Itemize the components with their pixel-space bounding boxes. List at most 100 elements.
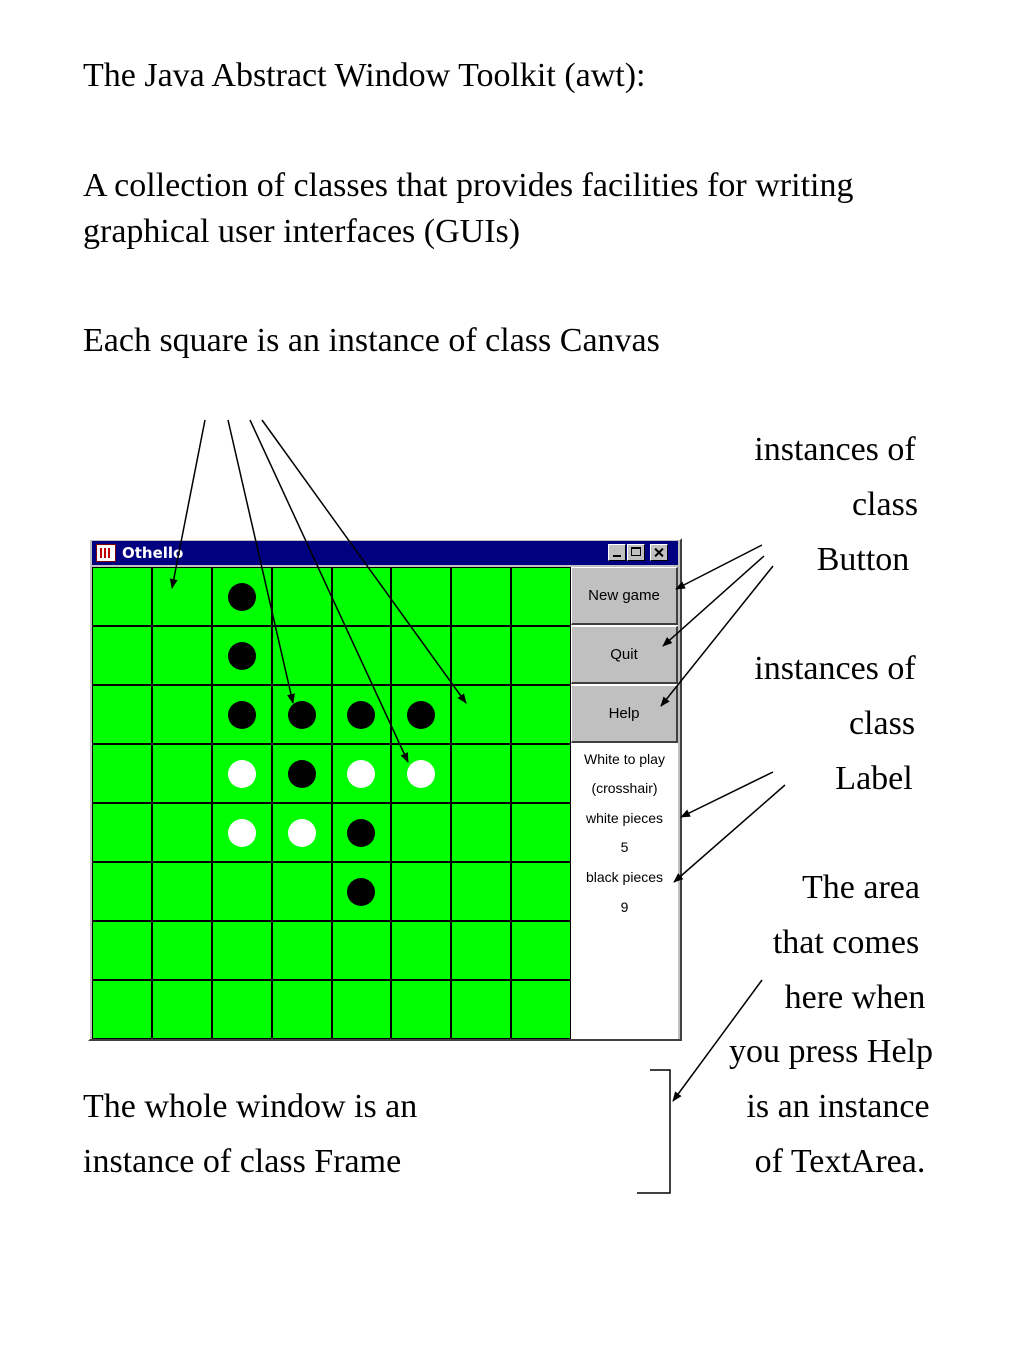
board-square[interactable]: [151, 980, 212, 1039]
button-annotation-line-1: instances of: [754, 431, 916, 468]
cursor-label: (crosshair): [591, 780, 658, 796]
board-square[interactable]: [92, 626, 152, 685]
board-square[interactable]: [92, 685, 152, 744]
close-icon[interactable]: [650, 544, 668, 561]
board-square[interactable]: [92, 803, 152, 862]
window-titlebar[interactable]: Othello: [92, 541, 678, 565]
white-piece: [347, 759, 376, 788]
board-square[interactable]: [451, 980, 512, 1039]
help-button[interactable]: Help: [571, 685, 678, 743]
board-square[interactable]: [211, 685, 272, 744]
white-piece: [227, 759, 256, 788]
board-square[interactable]: [451, 862, 512, 921]
board-square[interactable]: [451, 921, 512, 980]
board-square[interactable]: [211, 980, 272, 1039]
label-annotation-line-2: class: [848, 705, 916, 742]
white-pieces-label: white pieces: [585, 810, 664, 826]
board-square[interactable]: [511, 744, 571, 803]
description-line-2: graphical user interfaces (GUIs): [83, 213, 521, 250]
othello-window: Othello New game Quit Help White to play…: [88, 538, 682, 1041]
board-square[interactable]: [211, 567, 272, 626]
minimize-icon[interactable]: [608, 544, 626, 561]
textarea-arrow: [672, 979, 763, 1102]
board-square[interactable]: [211, 744, 272, 803]
board-square[interactable]: [151, 685, 212, 744]
canvas-arrow-2: [227, 419, 295, 704]
board-square[interactable]: [511, 862, 571, 921]
maximize-icon[interactable]: [627, 544, 645, 561]
board-square[interactable]: [92, 567, 152, 626]
board-square[interactable]: [331, 626, 392, 685]
description-line-1: A collection of classes that provides fa…: [83, 167, 854, 204]
board-square[interactable]: [211, 626, 272, 685]
board-square[interactable]: [92, 980, 152, 1039]
board-square[interactable]: [271, 921, 332, 980]
board-square[interactable]: [391, 803, 452, 862]
board-square[interactable]: [331, 980, 392, 1039]
board-square[interactable]: [391, 685, 452, 744]
black-piece: [407, 700, 436, 729]
canvas-arrow-1: [169, 419, 206, 589]
white-piece: [227, 818, 256, 847]
app-icon[interactable]: [96, 544, 116, 562]
board-square[interactable]: [151, 921, 212, 980]
board-square[interactable]: [511, 921, 571, 980]
canvas-arrow-4: [261, 419, 467, 704]
new-game-button[interactable]: New game: [571, 567, 678, 625]
board-square[interactable]: [271, 980, 332, 1039]
board-square[interactable]: [151, 567, 212, 626]
textarea-annotation-line-6: of TextArea.: [754, 1143, 926, 1180]
board-square[interactable]: [151, 803, 212, 862]
board-square[interactable]: [451, 685, 512, 744]
board-square[interactable]: [151, 744, 212, 803]
board-square[interactable]: [451, 803, 512, 862]
board-square[interactable]: [271, 803, 332, 862]
board-square[interactable]: [331, 685, 392, 744]
white-piece: [407, 759, 436, 788]
label-arrow-2: [673, 784, 786, 883]
board-square[interactable]: [391, 567, 452, 626]
board-square[interactable]: [451, 626, 512, 685]
board-square[interactable]: [271, 626, 332, 685]
board-square[interactable]: [511, 685, 571, 744]
board-square[interactable]: [271, 862, 332, 921]
board-square[interactable]: [451, 744, 512, 803]
board-square[interactable]: [211, 862, 272, 921]
board-square[interactable]: [331, 921, 392, 980]
board-square[interactable]: [331, 744, 392, 803]
board-square[interactable]: [331, 862, 392, 921]
quit-button[interactable]: Quit: [571, 626, 678, 684]
board-square[interactable]: [511, 803, 571, 862]
board-square[interactable]: [511, 980, 571, 1039]
textarea-annotation-line-2: that comes: [772, 924, 920, 961]
board-square[interactable]: [391, 626, 452, 685]
black-piece: [227, 700, 256, 729]
black-piece: [227, 582, 256, 611]
black-piece: [347, 700, 376, 729]
textarea-annotation-line-3: here when: [784, 979, 926, 1016]
board-square[interactable]: [271, 744, 332, 803]
board-square[interactable]: [151, 626, 212, 685]
board-square[interactable]: [331, 803, 392, 862]
board-square[interactable]: [271, 685, 332, 744]
board-square[interactable]: [391, 980, 452, 1039]
board-square[interactable]: [511, 567, 571, 626]
button-arrow-3: [660, 565, 774, 707]
board-square[interactable]: [511, 626, 571, 685]
board-square[interactable]: [92, 744, 152, 803]
white-count-label: 5: [620, 839, 629, 855]
board-square[interactable]: [211, 803, 272, 862]
board-square[interactable]: [391, 744, 452, 803]
board-square[interactable]: [92, 921, 152, 980]
board-square[interactable]: [451, 567, 512, 626]
board-square[interactable]: [391, 921, 452, 980]
board-square[interactable]: [211, 921, 272, 980]
board-square[interactable]: [92, 862, 152, 921]
board-square[interactable]: [391, 862, 452, 921]
textarea-annotation-line-1: The area: [802, 869, 920, 906]
canvas-arrow-3: [249, 419, 409, 763]
board-square[interactable]: [151, 862, 212, 921]
black-piece: [347, 818, 376, 847]
black-piece: [347, 877, 376, 906]
black-pieces-label: black pieces: [585, 869, 664, 885]
